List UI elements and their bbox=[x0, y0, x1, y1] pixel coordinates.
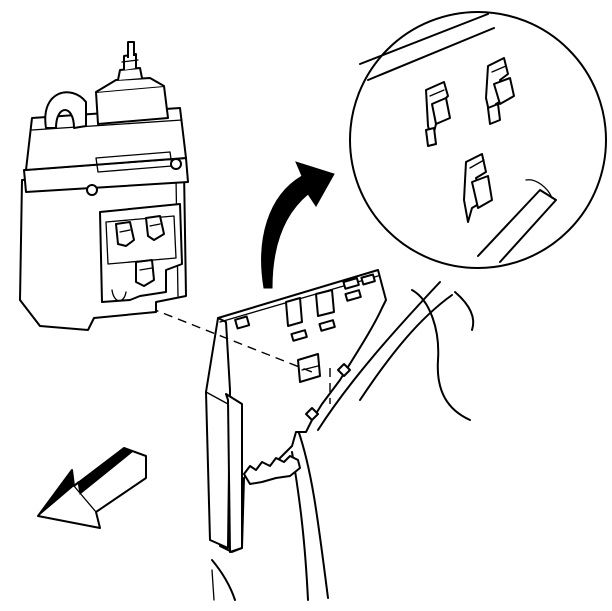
bracket-slot bbox=[234, 315, 251, 330]
bracket-window bbox=[315, 289, 335, 317]
front-direction-arrow-icon bbox=[37, 447, 147, 529]
detail-tab bbox=[463, 153, 493, 223]
bracket-window bbox=[285, 297, 303, 327]
alignment-lines bbox=[149, 307, 331, 404]
canister-tab bbox=[115, 221, 135, 247]
bracket-stud bbox=[305, 407, 319, 421]
detail-tab bbox=[425, 81, 451, 147]
canister-tab bbox=[145, 215, 165, 241]
canister-mounting-bracket bbox=[205, 269, 387, 553]
bracket-stud bbox=[337, 363, 351, 377]
curved-arrow-icon bbox=[261, 161, 335, 289]
bracket-clip bbox=[243, 455, 301, 485]
detail-circle-icon bbox=[349, 11, 607, 269]
detail-tab bbox=[485, 57, 515, 125]
canister-tab bbox=[135, 259, 155, 287]
evap-canister bbox=[19, 41, 189, 331]
